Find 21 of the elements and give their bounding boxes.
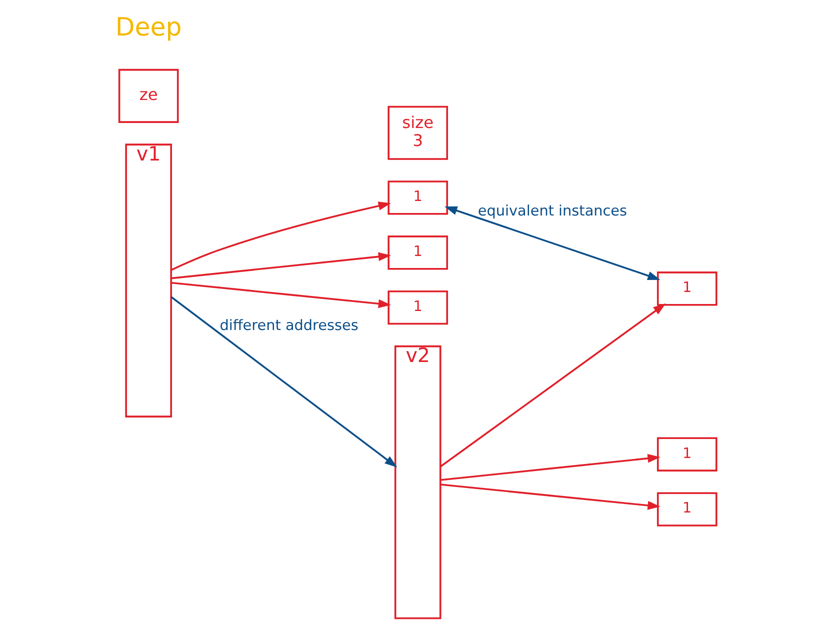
edge-label: equivalent instances <box>477 204 627 220</box>
arrow <box>444 206 660 280</box>
arrow <box>439 303 666 468</box>
arrow <box>440 484 660 510</box>
arrow <box>440 454 660 481</box>
node-box: v1 <box>124 144 172 418</box>
node-box: ze <box>118 68 178 123</box>
arrow <box>170 296 397 468</box>
arrow <box>170 202 391 271</box>
node-box: 1 <box>656 437 717 472</box>
label: Deep <box>114 12 182 42</box>
edge-label: different addresses <box>219 318 358 334</box>
node-box: 1 <box>656 272 717 306</box>
node-box: 1 <box>656 492 717 526</box>
arrow <box>170 282 391 308</box>
node-box: 1 <box>387 180 448 215</box>
node-box: size 3 <box>387 106 448 160</box>
node-box: 1 <box>387 290 448 325</box>
node-box: 1 <box>387 236 448 270</box>
arrow <box>170 252 391 280</box>
node-box: v2 <box>394 345 441 620</box>
